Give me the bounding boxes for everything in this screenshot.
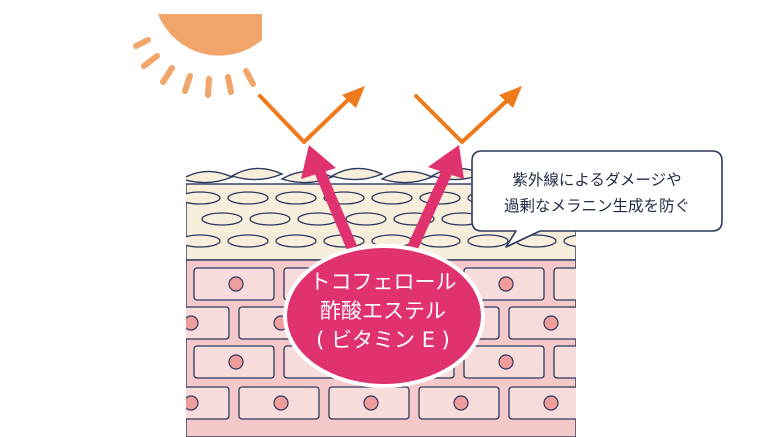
ingredient-name-line-2: 酢酸エステル bbox=[320, 299, 446, 323]
cell-nucleus bbox=[543, 315, 559, 331]
cell-nucleus bbox=[498, 276, 514, 292]
skin-cell bbox=[599, 307, 679, 339]
callout-line-1: 紫外線によるダメージや bbox=[512, 171, 682, 189]
granular-cell bbox=[275, 234, 317, 248]
cell-nucleus bbox=[228, 354, 244, 370]
cell-nucleus bbox=[634, 316, 648, 330]
skin-cell bbox=[186, 306, 230, 340]
granular-cell bbox=[227, 191, 269, 205]
cell-nucleus bbox=[363, 395, 379, 411]
granular-cell bbox=[227, 234, 269, 248]
sun-icon bbox=[133, 14, 262, 98]
uv-arrowhead-left bbox=[342, 86, 365, 108]
corneum-scale bbox=[330, 167, 384, 181]
corneum-scale bbox=[380, 170, 434, 184]
granular-cell bbox=[563, 234, 576, 248]
granular-cell bbox=[275, 191, 317, 205]
granular-cell bbox=[201, 212, 243, 226]
corneum-scale bbox=[186, 170, 234, 184]
corneum-scale bbox=[230, 167, 284, 181]
ingredient-name-line-1: トコフェロール bbox=[309, 270, 457, 294]
callout-bubble bbox=[471, 150, 723, 248]
skin-cell bbox=[186, 386, 230, 420]
granular-cell bbox=[186, 234, 221, 248]
ingredient-badge bbox=[283, 244, 485, 388]
skin-cell bbox=[553, 267, 576, 301]
granular-cell bbox=[345, 212, 387, 226]
cell-nucleus bbox=[186, 395, 199, 411]
cell-nucleus bbox=[589, 355, 603, 369]
cell-nucleus bbox=[273, 395, 289, 411]
granular-cell bbox=[371, 191, 413, 205]
granular-cell bbox=[186, 191, 221, 205]
granular-cell bbox=[419, 234, 461, 248]
uv-ray-left bbox=[258, 94, 352, 144]
uv-ray-right bbox=[414, 94, 514, 144]
granular-cell bbox=[297, 212, 339, 226]
uv-arrowhead-right bbox=[499, 86, 522, 108]
skin-cell bbox=[508, 306, 576, 340]
granular-cell bbox=[467, 234, 509, 248]
skin-cell bbox=[508, 386, 576, 420]
granular-cell bbox=[249, 212, 291, 226]
cell-nucleus bbox=[186, 315, 199, 331]
cell-nucleus bbox=[589, 277, 603, 291]
callout-line-2: 過剰なメラニン生成を防ぐ bbox=[503, 197, 690, 215]
cell-nucleus bbox=[543, 395, 559, 411]
skin-cell bbox=[553, 345, 576, 379]
uv-ray-arrows bbox=[258, 94, 514, 144]
skin-cell bbox=[599, 387, 679, 419]
cell-nucleus bbox=[453, 395, 469, 411]
ingredient-name-line-3: ( ビタミン E ) bbox=[316, 328, 450, 352]
cell-nucleus bbox=[498, 354, 514, 370]
cell-nucleus bbox=[634, 396, 648, 410]
cell-nucleus bbox=[228, 276, 244, 292]
